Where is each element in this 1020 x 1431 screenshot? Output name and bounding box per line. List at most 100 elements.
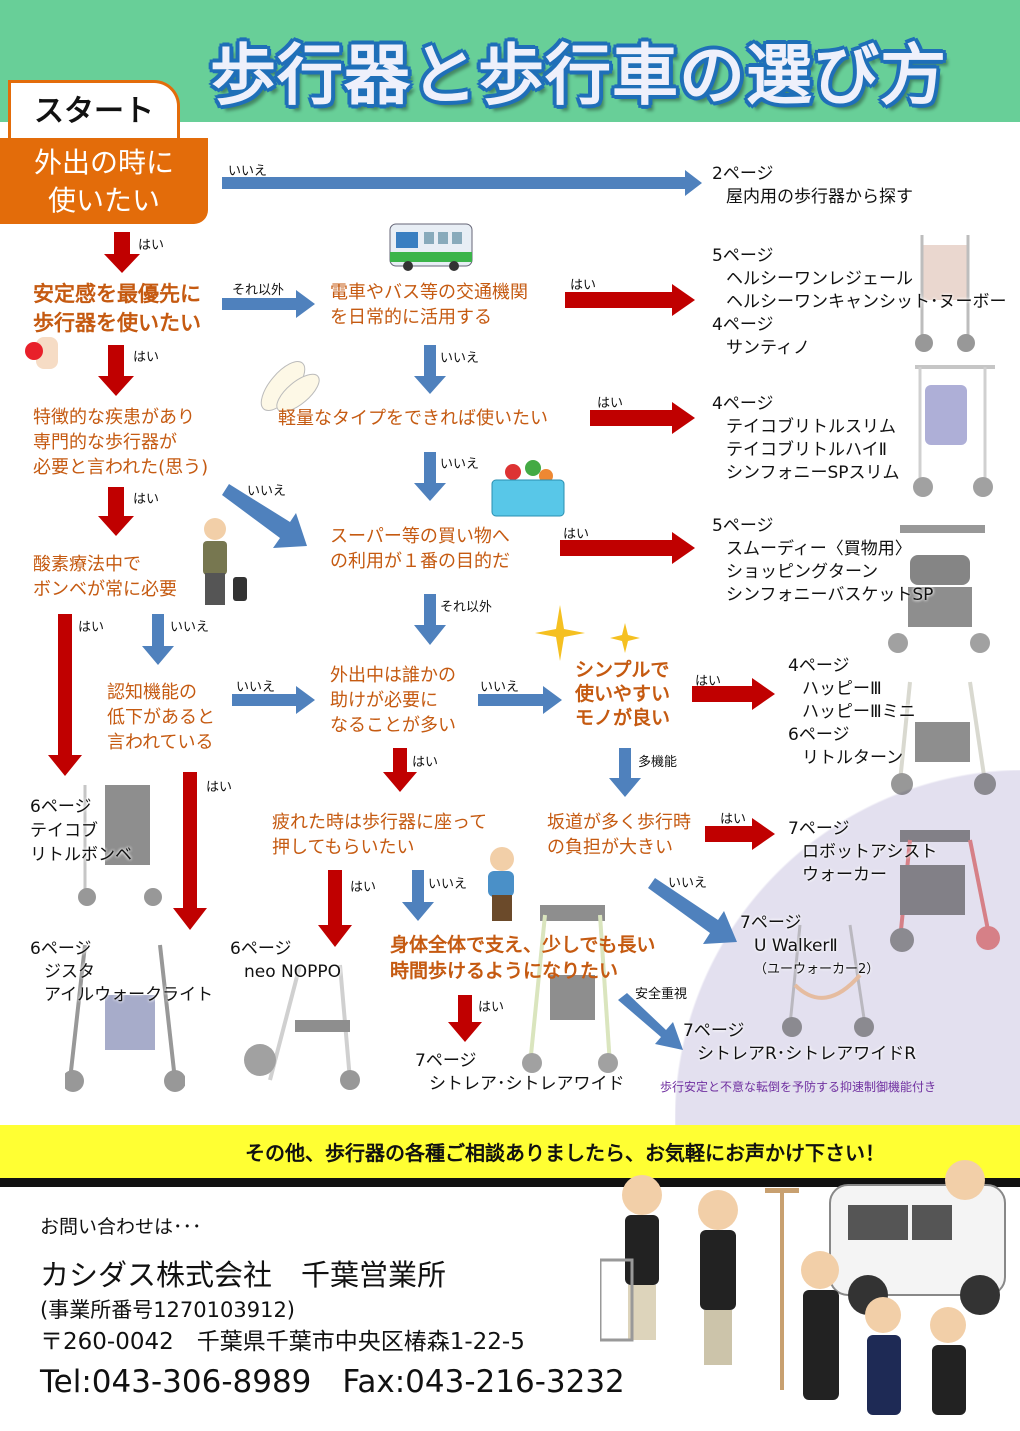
result-item: ハッピーⅢミニ — [802, 702, 916, 722]
arrow-down — [104, 232, 140, 273]
question-oxygen: 酸素療法中でボンベが常に必要 — [33, 552, 177, 602]
result-sitorea: 7ページシトレア･シトレアワイド — [415, 1050, 625, 1096]
result-page: 6ページ — [230, 939, 292, 959]
result-item: サンティノ — [726, 338, 810, 358]
arrow-down — [414, 345, 446, 394]
arrow-down — [414, 452, 446, 501]
result-page: 4ページ — [712, 315, 774, 335]
result-page: 6ページ — [30, 797, 92, 817]
feather-icon — [260, 361, 320, 413]
question-line: 認知機能の — [107, 682, 197, 703]
question-simple: シンプルで使いやすいモノが良い — [575, 658, 670, 730]
label-yes: はい — [563, 527, 590, 542]
sparkle-icon — [535, 605, 640, 661]
result-item: ショッピングターン — [726, 562, 879, 582]
result-item: シンフォニーSPスリム — [726, 463, 900, 483]
label-yes: はい — [78, 620, 105, 635]
label-yes: はい — [478, 1000, 505, 1015]
label-yes: はい — [133, 350, 160, 365]
result-page: 5ページ — [712, 246, 774, 266]
label-yes: はい — [570, 278, 597, 293]
result-sitorea-r: 7ページシトレアR･シトレアワイドR — [683, 1020, 916, 1066]
result-item: neo NOPPO — [244, 962, 342, 982]
arrow-right — [705, 818, 775, 850]
arrow-down — [98, 487, 134, 536]
label-yes: はい — [133, 492, 160, 507]
result-cognitive: 6ページジスタアイルウォークライト — [30, 938, 213, 1007]
question-line: 歩行器を使いたい — [33, 311, 201, 335]
result-item: ジスタ — [44, 962, 95, 982]
walker-image — [522, 905, 618, 1073]
question-line: スーパー等の買い物へ — [330, 526, 510, 547]
question-line: 使いやすい — [575, 683, 671, 705]
page-title: 歩行器と歩行車の選び方 — [210, 37, 947, 114]
label-yes: はい — [350, 880, 377, 895]
result-item: 屋内用の歩行器から探す — [726, 187, 913, 207]
question-line: シンプルで — [575, 659, 670, 681]
label-no: いいえ — [247, 484, 287, 499]
label-yes: はい — [412, 755, 439, 770]
arrow-right — [478, 686, 562, 714]
label-yes: はい — [206, 780, 233, 795]
start-question-line: 使いたい — [47, 184, 160, 217]
result-item: シンフォニーバスケットSP — [726, 585, 934, 605]
walker-image — [913, 365, 995, 497]
start-question: 外出の時に 使いたい — [0, 138, 208, 224]
arrow-down — [609, 748, 641, 797]
question-line: を日常的に活用する — [330, 307, 492, 328]
banner-text: その他、歩行器の各種ご相談ありましたら、お気軽にお声かけ下さい！ — [245, 1141, 885, 1165]
result-sit: 6ページ neo NOPPO — [230, 938, 341, 984]
label-multi: 多機能 — [638, 755, 678, 770]
arrow-right — [560, 532, 695, 564]
question-line: 酸素療法中で — [33, 554, 141, 575]
contact-intro: お問い合わせは･･･ — [40, 1216, 202, 1238]
label-no: いいえ — [428, 877, 468, 892]
bus-icon — [389, 223, 473, 271]
arrow-down — [448, 995, 482, 1042]
walker-image — [244, 964, 360, 1090]
result-item: シトレアR･シトレアワイドR — [697, 1044, 917, 1064]
flow-arrows — [48, 170, 775, 1050]
result-page: 2ページ — [712, 164, 774, 184]
result-item: （ユーウォーカー2） — [754, 962, 880, 977]
question-disease: 特徴的な疾患があり専門的な歩行器が必要と言われた(思う) — [33, 405, 208, 480]
banner-band — [0, 1125, 1020, 1187]
result-item: テイコブリトルハイⅡ — [726, 440, 888, 460]
label-yes: はい — [695, 674, 722, 689]
result-item: アイルウォークライト — [44, 985, 214, 1005]
result-item: シトレア･シトレアワイド — [429, 1074, 625, 1094]
arrow-diagonal — [618, 993, 683, 1050]
arrow-down — [318, 870, 352, 947]
result-page: 4ページ — [712, 394, 774, 414]
walker-image — [890, 830, 1000, 952]
label-no: いいえ — [228, 164, 268, 179]
walker-image — [78, 785, 162, 906]
label-yes: はい — [597, 396, 624, 411]
question-slope: 坂道が多く歩行時の負担が大きい — [547, 810, 691, 860]
arrow-down — [98, 345, 134, 396]
arrow-down — [383, 748, 417, 792]
arrow-down — [173, 772, 207, 930]
result-oxygen: 6ページテイコブリトルボンベ — [30, 795, 132, 867]
arrow-right — [222, 290, 315, 318]
walker-image — [65, 944, 185, 1092]
question-cognitive: 認知機能の低下があると言われている — [107, 680, 215, 755]
arrow-right — [222, 170, 702, 196]
label-no: いいえ — [440, 351, 480, 366]
label-yes: はい — [138, 238, 165, 253]
phone-fax: Tel:043-306-8989 Fax:043-216-3232 — [40, 1364, 625, 1400]
result-item: リトルボンベ — [30, 845, 132, 865]
question-line: 身体全体で支え、少しでも長い — [390, 934, 656, 956]
question-line: 助けが必要に — [330, 690, 438, 711]
label-no: いいえ — [480, 680, 520, 695]
result-item: ヘルシーワンレジェール — [726, 269, 913, 289]
question-line: の利用が１番の目的だ — [330, 551, 510, 572]
result-shopping: 5ページスムーディー〈買物用〉ショッピングターンシンフォニーバスケットSP — [712, 515, 933, 607]
result-item: ウォーカー — [802, 865, 887, 885]
walker-image — [915, 235, 975, 352]
label-yes: はい — [720, 812, 747, 827]
result-item: スムーディー〈買物用〉 — [726, 539, 912, 559]
arrow-diagonal — [648, 878, 737, 944]
